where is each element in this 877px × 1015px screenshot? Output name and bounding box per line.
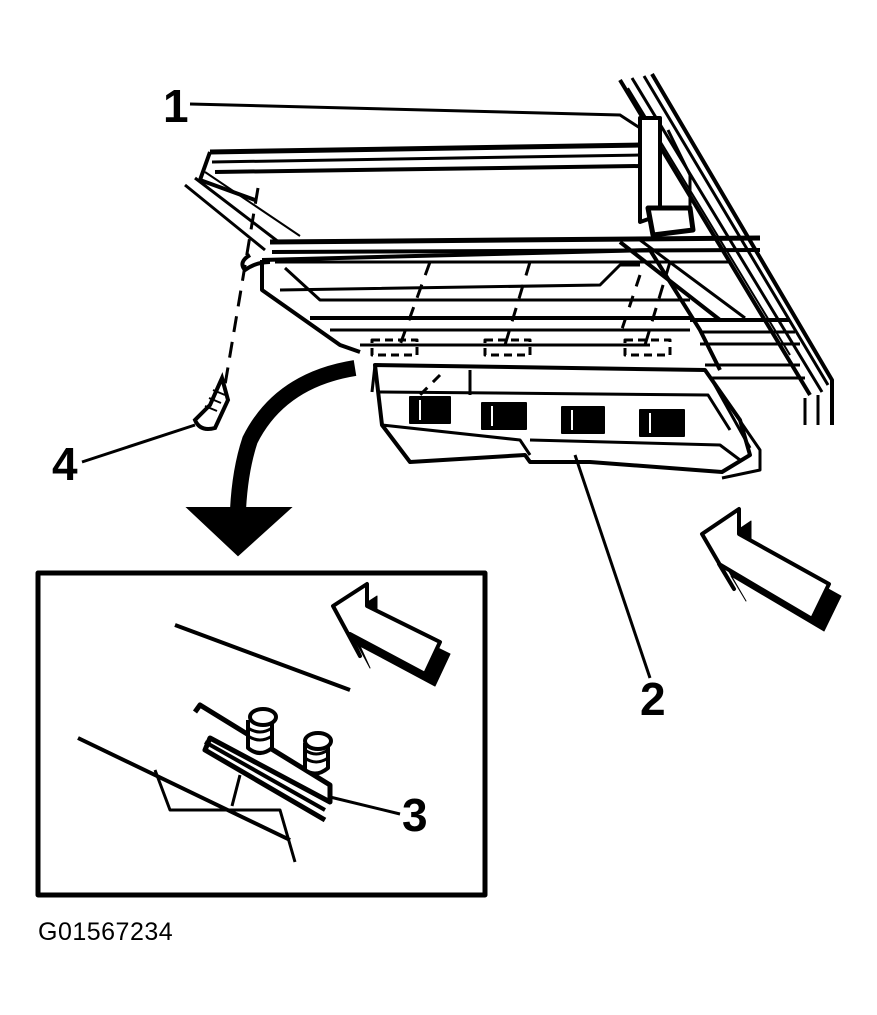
callout-3-label: 3 <box>402 789 428 841</box>
callout-2-label: 2 <box>640 673 666 725</box>
stud-left <box>246 707 278 755</box>
stud-right <box>303 731 333 776</box>
callout-1-label: 1 <box>163 80 189 132</box>
leader-lines <box>81 102 652 816</box>
callout-4-label: 4 <box>52 438 78 490</box>
detail-view-arrow <box>185 360 357 557</box>
direction-arrow-right <box>700 507 842 632</box>
fastener-screw <box>192 187 260 431</box>
roof-panel-structure <box>184 72 834 425</box>
electronic-module <box>370 363 762 480</box>
detail-inset <box>35 570 488 898</box>
figure-id: G01567234 <box>38 918 174 946</box>
